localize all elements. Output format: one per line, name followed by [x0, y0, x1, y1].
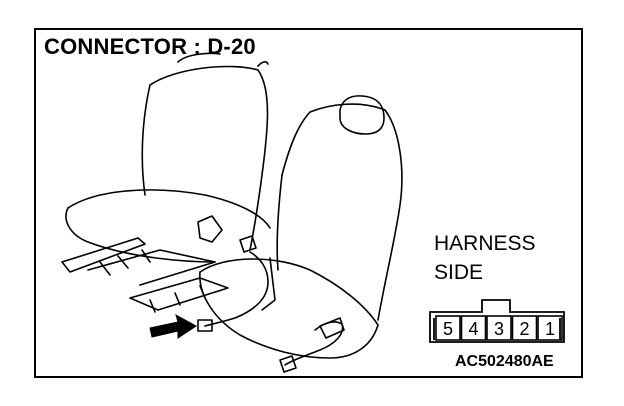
- front-seat-headrest: [339, 95, 385, 135]
- connector-d20-location: [197, 319, 213, 332]
- connector-pin-3: 3: [486, 315, 512, 341]
- connector-pin-label: 2: [519, 319, 529, 339]
- connector-pin-label: 3: [494, 319, 504, 339]
- connector-pin-4: 4: [460, 315, 487, 341]
- rear-seat-rail: [61, 237, 146, 273]
- wire-harness: [204, 251, 269, 327]
- connector-pin-1: 1: [537, 315, 563, 341]
- front-seat-cushion: [199, 258, 379, 326]
- connector-pin-label: 5: [443, 319, 453, 339]
- diagram-frame: [34, 28, 583, 378]
- connector-pin-label: 1: [545, 319, 555, 339]
- figure-code: AC502480AE: [455, 353, 554, 370]
- connector-pin-2: 2: [511, 315, 538, 341]
- harness-side-label-line2: SIDE: [434, 261, 484, 284]
- pointer-arrow: [149, 313, 197, 339]
- connector-face: [429, 299, 565, 343]
- connector-pin-5: 5: [435, 315, 461, 341]
- rear-seat-buckle: [197, 215, 223, 243]
- harness-side-label-line1: HARNESS: [434, 232, 536, 255]
- rear-seat-back: [149, 65, 269, 251]
- connector-pin-label: 4: [468, 319, 478, 339]
- diagram-title: CONNECTOR : D-20: [44, 34, 256, 59]
- rear-seat-cushion: [67, 189, 271, 229]
- front-seat-back: [281, 103, 403, 321]
